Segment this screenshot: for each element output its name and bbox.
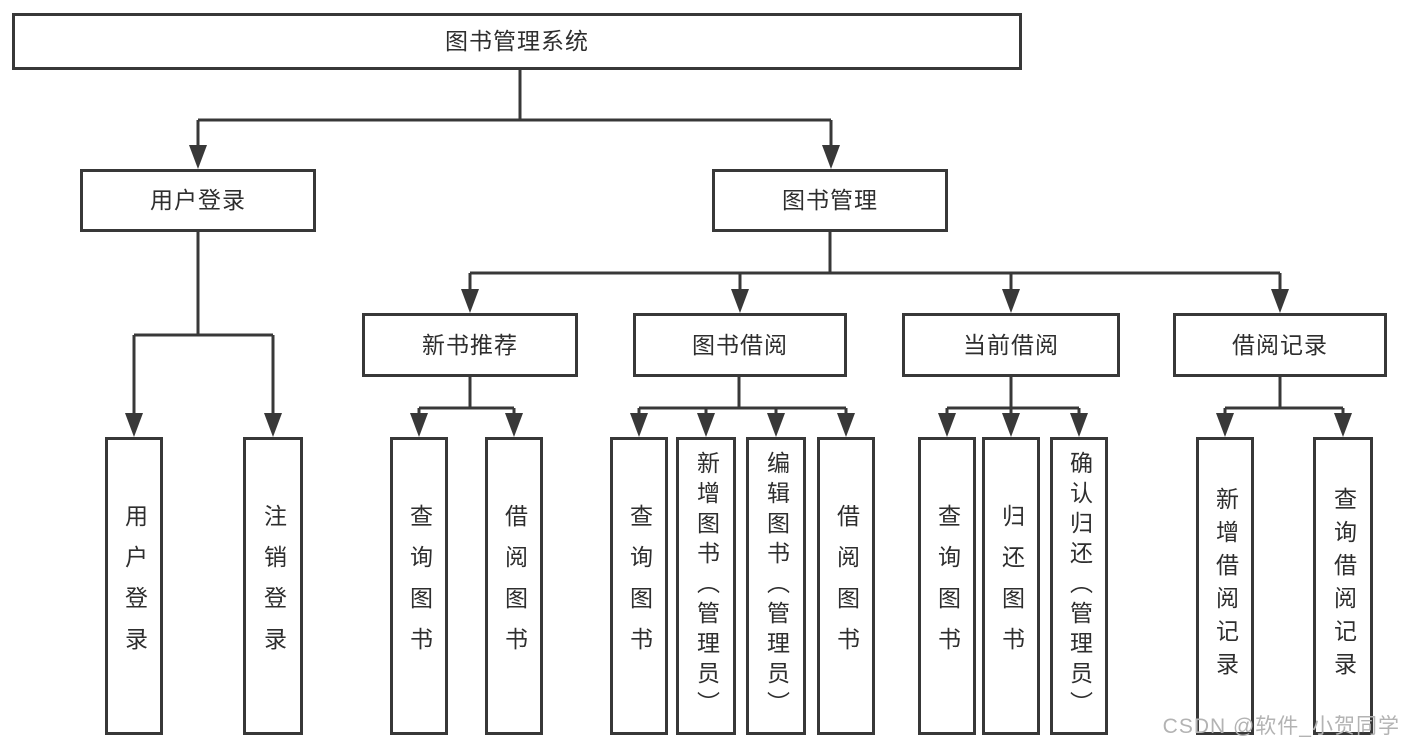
node-label: 图书管理	[782, 187, 878, 213]
leaf-edit-books-admin: 编辑图书（管理员）	[746, 437, 806, 735]
node-library-management-system: 图书管理系统	[12, 13, 1022, 70]
leaf-borrow-books: 借阅图书	[817, 437, 875, 735]
node-label: 新书推荐	[422, 331, 518, 358]
node-label: 用户登录	[121, 504, 148, 668]
node-label: 查询图书	[934, 504, 961, 668]
node-label: 借阅记录	[1232, 331, 1328, 358]
leaf-borrow-books-recommend: 借阅图书	[485, 437, 543, 735]
leaf-query-borrow-record: 查询借阅记录	[1313, 437, 1373, 735]
node-book-borrowing: 图书借阅	[633, 313, 847, 377]
node-label: 新增图书（管理员）	[693, 451, 720, 721]
node-label: 用户登录	[150, 187, 246, 213]
node-label: 归还图书	[998, 504, 1025, 668]
leaf-logout: 注销登录	[243, 437, 303, 735]
leaf-add-borrow-record: 新增借阅记录	[1196, 437, 1254, 735]
node-label: 确认归还（管理员）	[1066, 451, 1093, 721]
arrowheads	[125, 145, 1352, 437]
node-user-login: 用户登录	[80, 169, 316, 232]
leaf-add-books-admin: 新增图书（管理员）	[676, 437, 736, 735]
leaf-user-login: 用户登录	[105, 437, 163, 735]
leaf-confirm-return-admin: 确认归还（管理员）	[1050, 437, 1108, 735]
leaf-return-books: 归还图书	[982, 437, 1040, 735]
node-label: 借阅图书	[501, 504, 528, 668]
leaf-query-books-recommend: 查询图书	[390, 437, 448, 735]
node-label: 编辑图书（管理员）	[763, 451, 790, 721]
node-label: 查询借阅记录	[1330, 487, 1357, 685]
node-current-borrowing: 当前借阅	[902, 313, 1120, 377]
node-label: 当前借阅	[963, 331, 1059, 358]
node-borrowing-records: 借阅记录	[1173, 313, 1387, 377]
leaf-query-books-borrow: 查询图书	[610, 437, 668, 735]
node-label: 图书借阅	[692, 331, 788, 358]
node-book-management: 图书管理	[712, 169, 948, 232]
node-label: 图书管理系统	[445, 28, 589, 54]
leaf-query-books-current: 查询图书	[918, 437, 976, 735]
node-label: 注销登录	[260, 504, 287, 668]
node-label: 查询图书	[406, 504, 433, 668]
node-label: 查询图书	[626, 504, 653, 668]
csdn-watermark: CSDN @软件_小贺同学	[1162, 715, 1400, 738]
node-label: 新增借阅记录	[1212, 487, 1239, 685]
node-new-book-recommendation: 新书推荐	[362, 313, 578, 377]
node-label: 借阅图书	[833, 504, 860, 668]
